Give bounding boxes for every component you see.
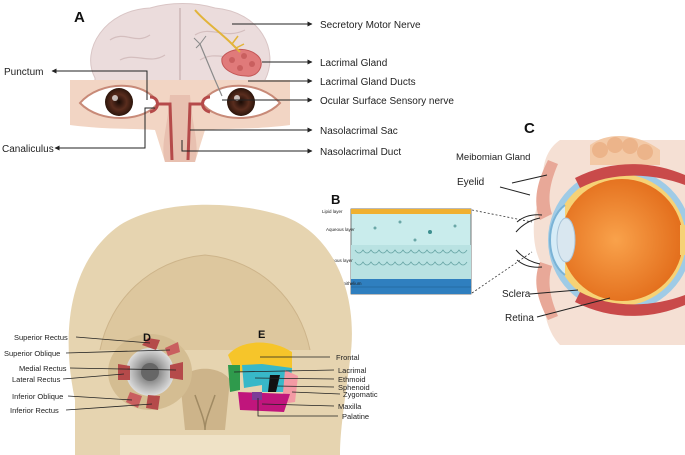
corneal-epithelium <box>351 279 471 294</box>
inferior-oblique <box>126 392 142 408</box>
label-nasolacrimal-duct: Nasolacrimal Duct <box>320 147 401 158</box>
label-superior-oblique: Superior Oblique <box>4 349 60 358</box>
line-ethmoid <box>254 377 335 380</box>
optic-nerve <box>680 225 685 255</box>
label-canaliculus: Canaliculus <box>2 144 54 155</box>
line-inferior-rectus <box>65 403 153 411</box>
zoom-line-bottom <box>471 251 533 294</box>
label-punctum: Punctum <box>4 67 43 78</box>
line-sclera <box>529 289 579 295</box>
label-zygomatic: Zygomatic <box>343 390 378 399</box>
line-superior-oblique <box>65 349 171 354</box>
inferior-rectus <box>146 395 160 410</box>
upper-eyelid <box>536 160 558 220</box>
line-medial-rectus <box>69 367 177 371</box>
eyeball <box>561 179 683 301</box>
panel-c: C Meibomian Gland Eyelid Sclera Retina <box>456 120 685 345</box>
panel-a-letter: A <box>74 9 85 26</box>
superior-oblique <box>165 342 180 356</box>
bone-maxilla <box>238 392 290 412</box>
label-palatine: Palatine <box>342 412 369 421</box>
line-meibomian <box>511 174 548 184</box>
arrow-canaliculus <box>54 107 155 151</box>
label-maxilla: Maxilla <box>338 402 362 411</box>
label-eyelid: Eyelid <box>457 177 484 188</box>
panel-c-letter: C <box>524 120 535 137</box>
label-mucous-layer: Mucous layer <box>326 258 353 263</box>
lateral-rectus <box>118 364 130 380</box>
line-eyelid <box>499 186 531 196</box>
superior-muscle <box>575 164 685 188</box>
arrow-punctum <box>51 68 148 100</box>
lipid-layer <box>351 209 471 214</box>
upper-lashes <box>515 214 543 233</box>
label-lacrimal: Lacrimal <box>338 366 367 375</box>
label-retina: Retina <box>505 313 534 324</box>
label-lateral-rectus: Lateral Rectus <box>12 375 61 384</box>
label-meibomian-gland: Meibomian Gland <box>456 152 530 163</box>
superior-rectus <box>142 338 160 350</box>
bone-sphenoid <box>268 375 280 392</box>
nasal-cavity <box>180 368 230 430</box>
label-aqueous-layer: Aqueous layer <box>326 227 355 232</box>
label-nasolacrimal-sac: Nasolacrimal Sac <box>320 126 398 137</box>
label-frontal: Frontal <box>336 353 360 362</box>
label-lacrimal-gland: Lacrimal Gland <box>320 58 387 69</box>
skull-brow <box>99 254 311 351</box>
label-inferior-rectus: Inferior Rectus <box>10 406 59 415</box>
lens <box>556 217 576 263</box>
label-medial-rectus: Medial Rectus <box>19 364 67 373</box>
inferior-muscle <box>575 292 685 316</box>
line-sphenoid <box>275 385 335 388</box>
line-zygomatic <box>291 391 341 395</box>
line-lateral-rectus <box>62 373 125 380</box>
panel-e-letter: E <box>258 329 265 341</box>
label-lacrimal-gland-ducts: Lacrimal Gland Ducts <box>320 77 416 88</box>
canaliculus-right <box>186 95 211 161</box>
label-inferior-oblique: Inferior Oblique <box>12 392 63 401</box>
panel-b-letter: B <box>331 192 340 207</box>
label-sphenoid: Sphenoid <box>338 383 370 392</box>
line-superior-rectus <box>75 336 151 344</box>
brain-gyri <box>109 29 251 61</box>
label-lipid-layer: Lipid layer <box>322 209 343 214</box>
arrow-nasolacrimal-duct <box>181 140 313 154</box>
label-ocular-surface-sensory-nerve: Ocular Surface Sensory nerve <box>320 96 454 107</box>
line-palatine <box>257 398 338 417</box>
canaliculus-left <box>149 95 174 161</box>
label-superior-rectus: Superior Rectus <box>14 333 68 342</box>
bone-ethmoid <box>242 364 262 388</box>
panel-d-letter: D <box>143 332 151 344</box>
line-inferior-oblique <box>67 395 133 401</box>
sensory-nerve <box>199 43 223 97</box>
panel-b: B Lipid layer Aqueous layer Mucous layer… <box>322 192 533 295</box>
lower-eyelid <box>536 262 558 320</box>
label-secretory-motor-nerve: Secretory Motor Nerve <box>320 20 421 31</box>
line-retina <box>536 297 611 318</box>
panel-a: A <box>2 3 454 162</box>
label-ethmoid: Ethmoid <box>338 375 366 384</box>
medial-rectus <box>170 362 183 380</box>
bone-palatine <box>252 392 262 400</box>
bone-lacrimal <box>228 365 240 392</box>
zoom-line-top <box>471 209 533 223</box>
maxilla-teeth <box>120 435 290 455</box>
skull: D E Superior Rectus Superior Oblique Med… <box>4 204 378 455</box>
label-sclera: Sclera <box>502 289 531 300</box>
line-lacrimal <box>233 369 335 373</box>
line-maxilla <box>261 403 335 407</box>
